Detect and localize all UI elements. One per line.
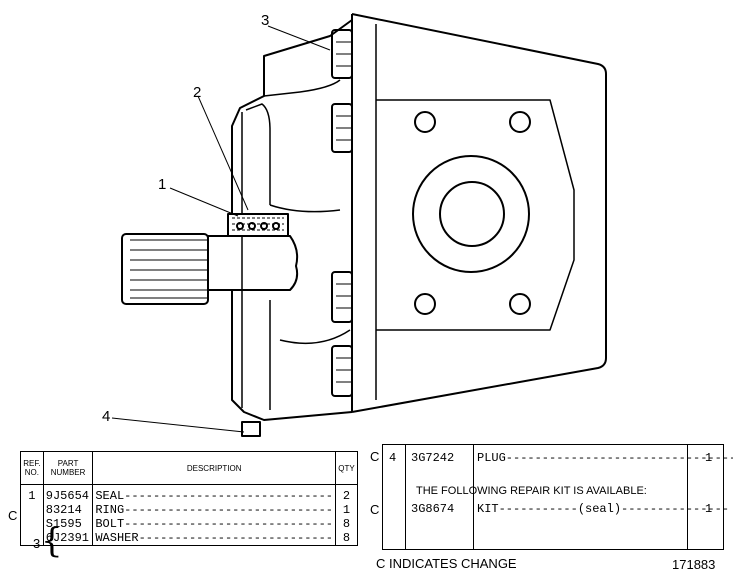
plug xyxy=(241,421,261,437)
qty-cell: 1 xyxy=(705,451,713,465)
description-cell: PLUG------------------------------------ xyxy=(477,451,733,465)
table-header-row: REF. NO. PART NUMBER DESCRIPTION QTY xyxy=(20,451,358,485)
leader-1 xyxy=(169,187,239,217)
description-cell: RING----------------------------- xyxy=(92,503,336,517)
part-number-cell: 9J5654 xyxy=(43,484,94,503)
cover-plate xyxy=(231,19,353,220)
part-number-cell: 3G7242 xyxy=(411,451,455,465)
table-row: 6J2391 WASHER---------------------------… xyxy=(20,531,358,546)
change-marker: C xyxy=(370,502,380,517)
qty-header: QTY xyxy=(335,451,358,485)
mounting-hole xyxy=(414,111,436,133)
qty-cell: 1 xyxy=(342,503,351,517)
part-number-header: PART NUMBER xyxy=(43,451,94,485)
part-number-cell: S1595 xyxy=(43,517,94,531)
table-row: 83214 RING----------------------------- … xyxy=(20,503,358,517)
callout-3: 3 xyxy=(261,12,270,29)
description-cell: KIT-----------(seal)--------------- xyxy=(477,502,730,516)
qty-cell: 8 xyxy=(342,517,351,531)
bolt-head xyxy=(331,271,353,323)
qty-cell: 8 xyxy=(342,531,351,545)
port-inner xyxy=(439,181,505,247)
bolt-head xyxy=(331,345,353,397)
ref-cell: 4 xyxy=(389,451,397,465)
qty-cell: 1 xyxy=(705,502,713,516)
ref-no-header: REF. NO. xyxy=(20,451,44,485)
leader-2 xyxy=(197,95,249,211)
part-number-cell: 3G8674 xyxy=(411,502,455,516)
drawing-number: 171883 xyxy=(672,557,716,572)
mounting-hole xyxy=(414,293,436,315)
parts-list-table: REF. NO. PART NUMBER DESCRIPTION QTY 1 9… xyxy=(20,451,358,546)
group-brace: { xyxy=(41,521,63,561)
ref-cell: 1 xyxy=(20,484,44,503)
description-cell: SEAL----------------------------- xyxy=(92,484,336,503)
callout-1: 1 xyxy=(158,176,167,193)
port-outer xyxy=(412,155,530,273)
table-row: S1595 BOLT----------------------------- … xyxy=(20,517,358,531)
description-cell: BOLT----------------------------- xyxy=(92,517,336,531)
repair-kit-table: 4 3G7242 PLUG---------------------------… xyxy=(382,444,733,550)
mounting-hole xyxy=(509,293,531,315)
description-cell: WASHER--------------------------- xyxy=(92,531,336,546)
part-number-cell: 6J2391 xyxy=(43,531,94,546)
callout-4: 4 xyxy=(102,408,111,425)
table-row: 1 9J5654 SEAL---------------------------… xyxy=(20,484,358,503)
leader-4 xyxy=(111,417,245,433)
part-number-cell: 83214 xyxy=(43,503,94,517)
pump-housing xyxy=(351,13,607,413)
callout-2: 2 xyxy=(193,84,202,101)
mounting-hole xyxy=(509,111,531,133)
kit-note: THE FOLLOWING REPAIR KIT IS AVAILABLE: xyxy=(416,485,647,497)
qty-cell: 2 xyxy=(342,489,351,503)
change-marker: C xyxy=(8,508,18,523)
leader-3 xyxy=(267,25,331,51)
change-legend: C INDICATES CHANGE xyxy=(376,556,517,571)
drive-shaft xyxy=(207,235,299,291)
ref-cell xyxy=(20,531,44,546)
change-marker: C xyxy=(370,449,380,464)
ref-cell xyxy=(20,517,44,531)
description-header: DESCRIPTION xyxy=(92,451,336,485)
shaft-spline xyxy=(121,233,209,305)
ref-cell xyxy=(20,503,44,517)
ref-3-label: 3 xyxy=(33,536,41,551)
